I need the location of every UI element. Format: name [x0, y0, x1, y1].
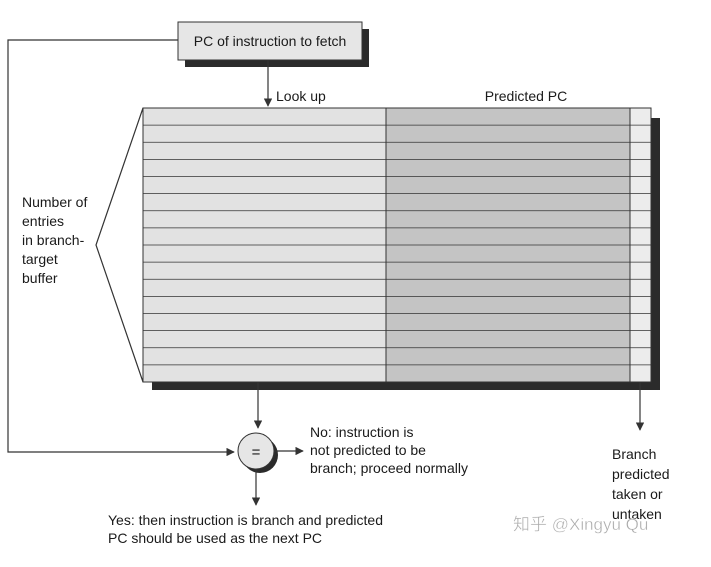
entries-label-line-4: target	[22, 251, 58, 267]
no-label-line-2: not predicted to be	[310, 442, 426, 458]
entries-brace	[95, 107, 144, 383]
yes-label-line-1: Yes: then instruction is branch and pred…	[108, 512, 383, 528]
yes-label: Yes: then instruction is branch and pred…	[108, 512, 387, 546]
no-label-line-3: branch; proceed normally	[310, 460, 468, 476]
table-rows	[143, 124, 651, 366]
branch-label-line-3: taken or	[612, 486, 663, 502]
fetch-box-label: PC of instruction to fetch	[194, 33, 347, 49]
predicted-pc-label: Predicted PC	[485, 88, 567, 104]
branch-label-line-1: Branch	[612, 446, 656, 462]
comparator-symbol: =	[252, 444, 261, 461]
branch-label: Branch predicted taken or untaken	[612, 446, 673, 522]
entries-label-line-1: Number of	[22, 194, 87, 210]
entries-label-line-3: in branch-	[22, 232, 85, 248]
fetch-box	[177, 21, 363, 61]
entries-label-line-5: buffer	[22, 270, 58, 286]
no-label-line-1: No: instruction is	[310, 424, 413, 440]
feedback-line	[7, 39, 235, 457]
lookup-label: Look up	[276, 88, 326, 104]
watermark: 知乎 @Xingyu Qu	[513, 515, 648, 534]
branch-label-line-4: untaken	[612, 506, 662, 522]
no-label: No: instruction is not predicted to be b…	[310, 424, 468, 476]
branch-label-line-2: predicted	[612, 466, 670, 482]
entries-label: Number of entries in branch- target buff…	[22, 194, 91, 286]
entries-label-line-2: entries	[22, 213, 64, 229]
yes-label-line-2: PC should be used as the next PC	[108, 530, 322, 546]
